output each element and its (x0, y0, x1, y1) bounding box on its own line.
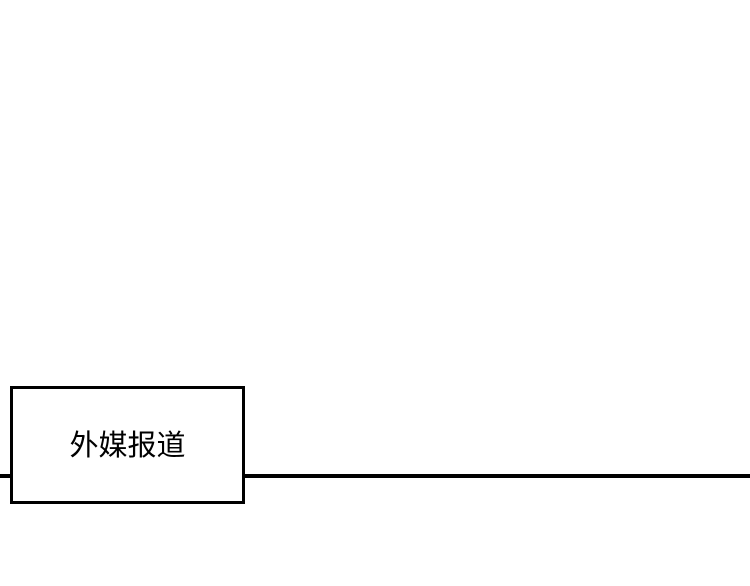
section-heading-box: 外媒报道 (10, 386, 245, 504)
section-heading-label: 外媒报道 (69, 427, 186, 462)
horizontal-divider (0, 474, 750, 478)
